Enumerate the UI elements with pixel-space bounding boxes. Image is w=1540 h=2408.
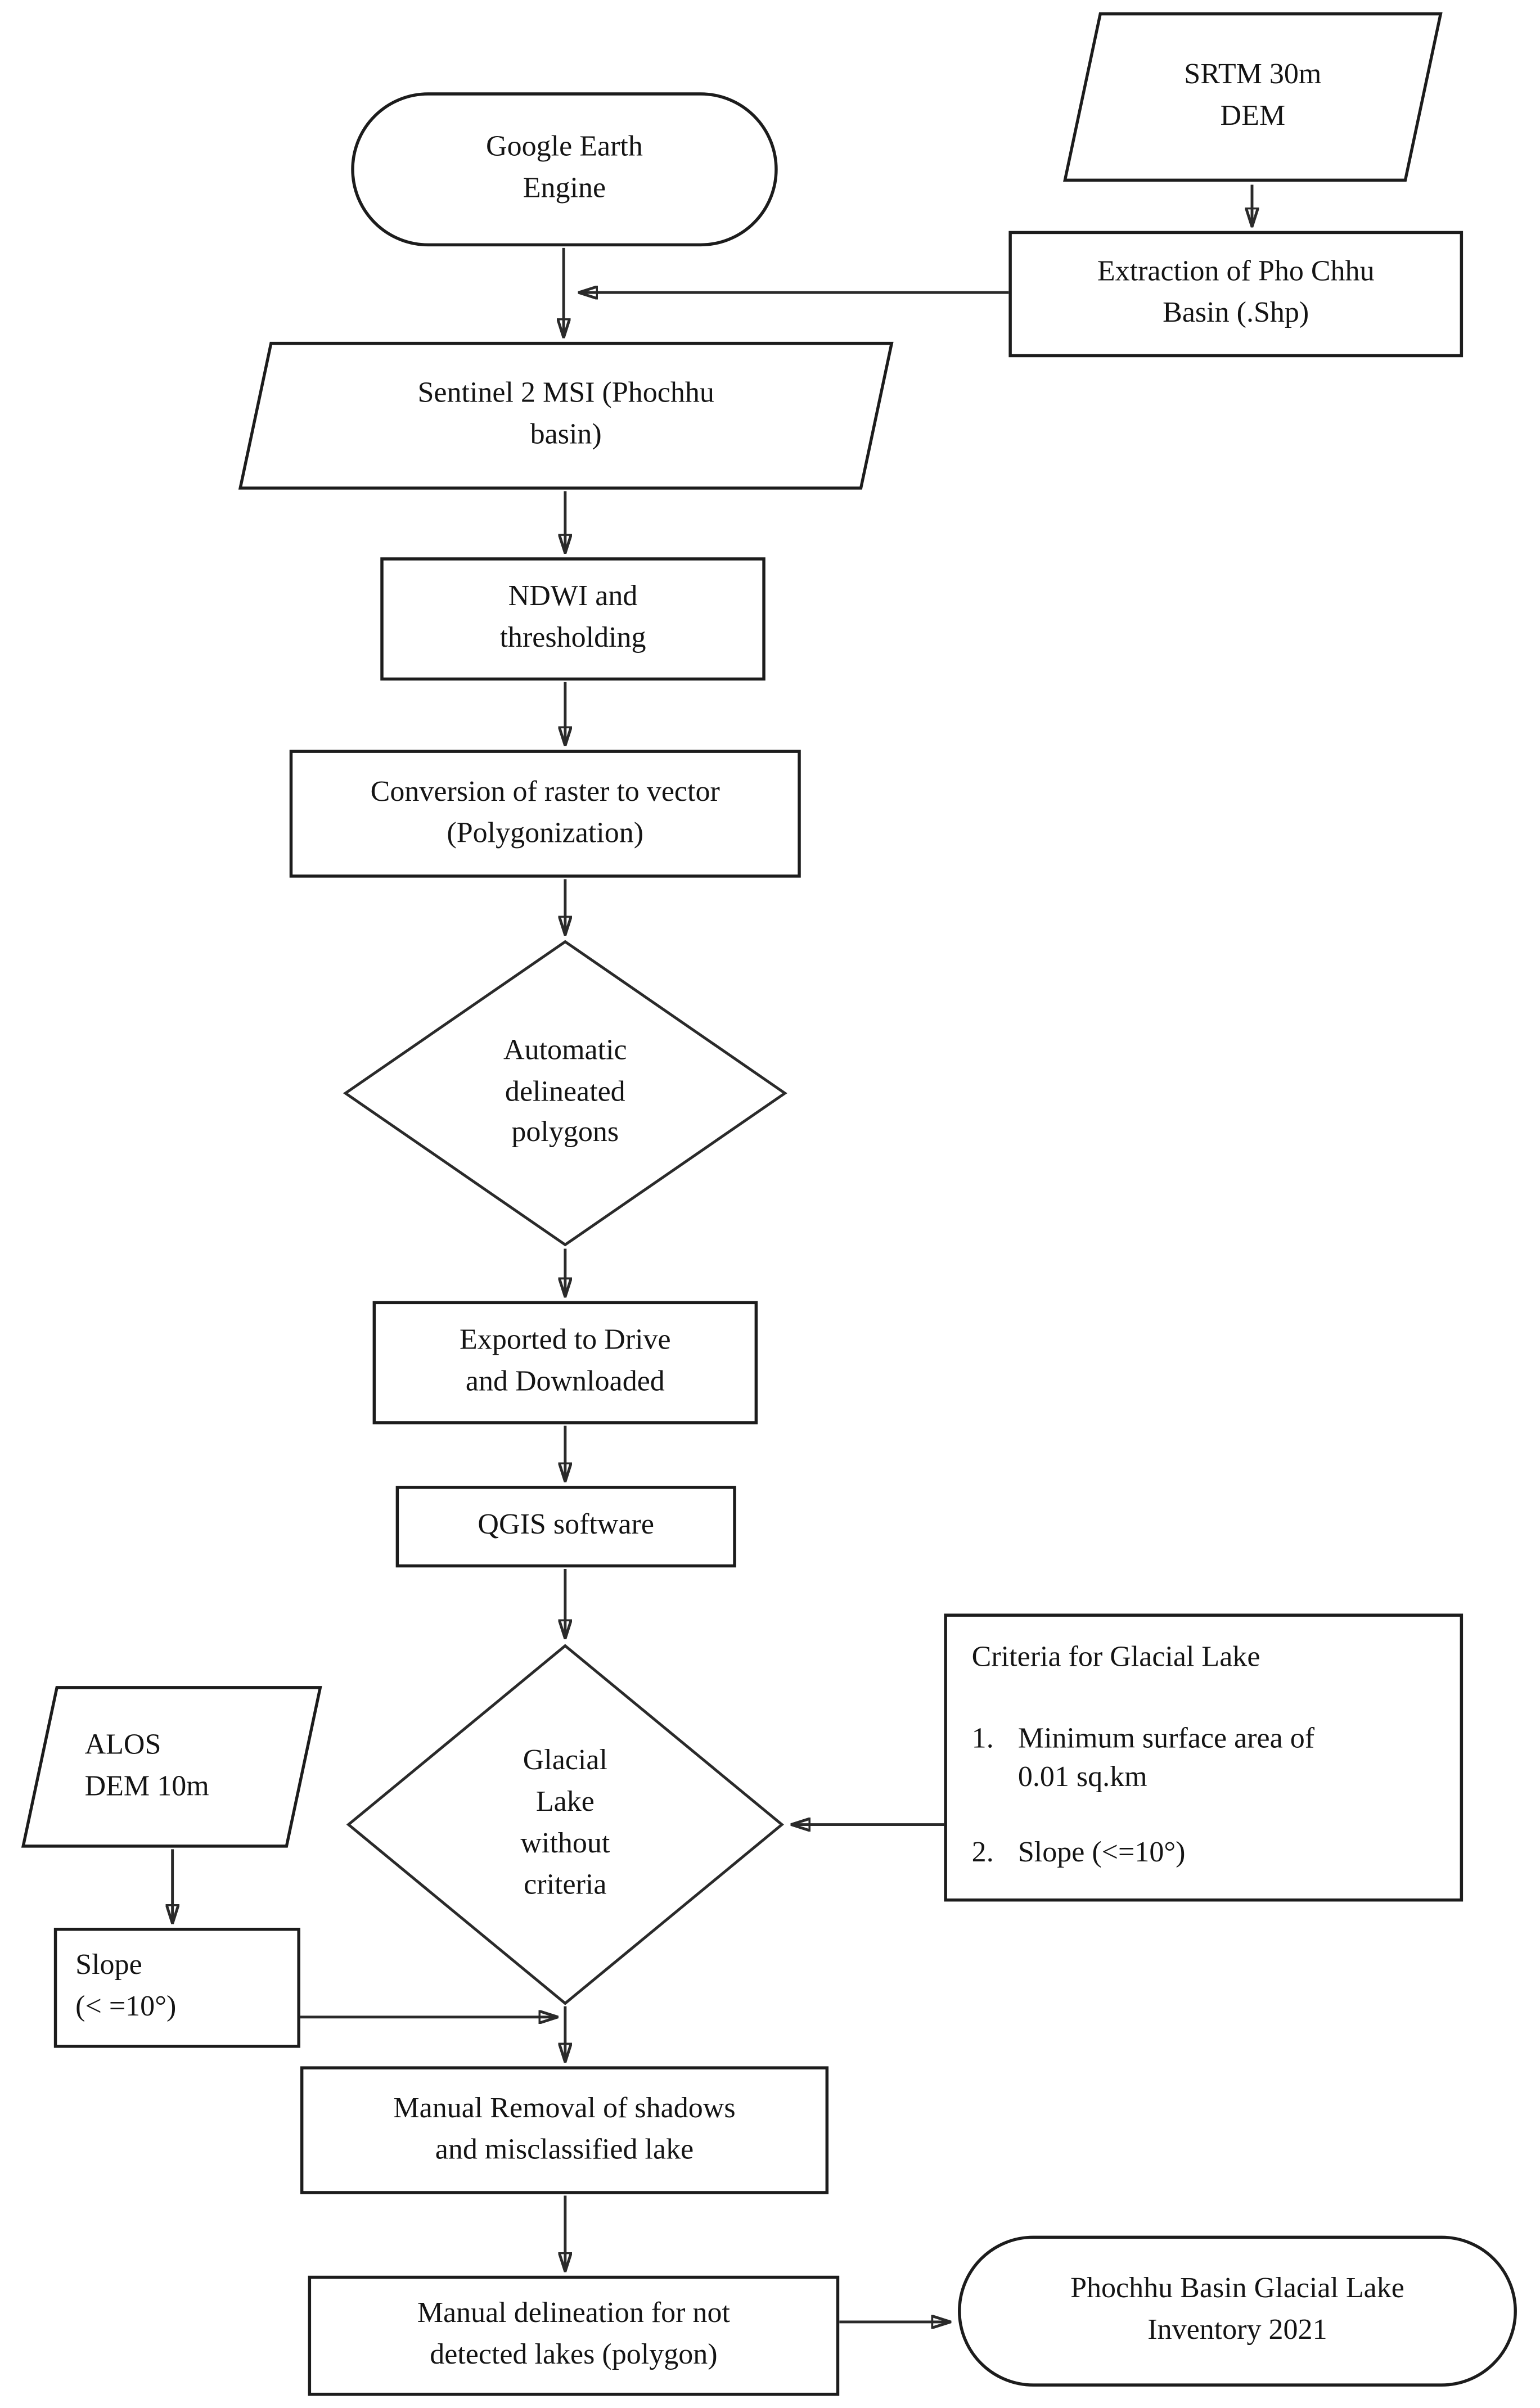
node-sentinel-2-msi: Sentinel 2 MSI (Phochhu basin) [238, 341, 894, 490]
criteria-for-glacial-lake-box: Criteria for Glacial Lake 1. Minimum sur… [944, 1613, 1464, 1902]
node-srtm-30m-dem: SRTM 30m DEM [1063, 12, 1443, 182]
node-label: Automatic delineated polygons [503, 1034, 627, 1149]
node-extraction-pho-chhu-basin: Extraction of Pho Chhu Basin (.Shp) [1008, 231, 1464, 358]
node-ndwi-thresholding: NDWI and thresholding [380, 557, 766, 681]
criteria-item-number: 2. [971, 1837, 994, 1869]
node-phochhu-inventory-2021: Phochhu Basin Glacial Lake Inventory 202… [958, 2235, 1517, 2387]
node-label: Google Earth Engine [486, 130, 643, 205]
node-label: Phochhu Basin Glacial Lake Inventory 202… [1070, 2272, 1404, 2347]
node-label: Exported to Drive and Downloaded [460, 1324, 671, 1399]
node-slope-filter: Slope (< =10°) [53, 1927, 300, 2048]
node-label: Sentinel 2 MSI (Phochhu basin) [417, 377, 714, 452]
criteria-item-number: 1. [971, 1722, 994, 1755]
diamond-shape [342, 939, 789, 1247]
node-label: QGIS software [478, 1509, 654, 1541]
node-label: SRTM 30m DEM [1184, 58, 1322, 133]
criteria-item: 1. Minimum surface area of 0.01 sq.km [972, 1719, 1445, 1798]
node-label: Slope (< =10°) [75, 1949, 177, 2023]
diamond-shape [345, 1643, 785, 2006]
node-automatic-delineated-polygons: Automatic delineated polygons [342, 939, 789, 1247]
criteria-item: 2. Slope (<=10°) [972, 1834, 1445, 1873]
node-label: Manual delineation for not detected lake… [417, 2297, 730, 2371]
node-exported-to-drive: Exported to Drive and Downloaded [372, 1301, 758, 1424]
node-raster-to-vector: Conversion of raster to vector (Polygoni… [289, 750, 801, 878]
node-manual-delineation: Manual delineation for not detected lake… [308, 2275, 840, 2396]
node-label: Glacial Lake without criteria [520, 1744, 610, 1902]
criteria-title: Criteria for Glacial Lake [971, 1641, 1260, 1674]
node-label: Extraction of Pho Chhu Basin (.Shp) [1097, 255, 1375, 330]
node-alos-dem-10m: ALOS DEM 10m [21, 1686, 322, 1848]
node-google-earth-engine: Google Earth Engine [351, 92, 778, 247]
node-qgis-software: QGIS software [395, 1486, 736, 1568]
node-label: ALOS DEM 10m [84, 1728, 209, 1802]
criteria-item-text: Minimum surface area of 0.01 sq.km [1017, 1722, 1315, 1794]
node-glacial-lake-without-criteria: Glacial Lake without criteria [345, 1643, 785, 2006]
node-label: Manual Removal of shadows and misclassif… [393, 2091, 736, 2166]
criteria-item-text: Slope (<=10°) [1017, 1837, 1186, 1869]
node-manual-removal-shadows: Manual Removal of shadows and misclassif… [300, 2066, 829, 2194]
node-label: Conversion of raster to vector (Polygoni… [370, 775, 720, 850]
node-label: NDWI and thresholding [499, 580, 646, 655]
